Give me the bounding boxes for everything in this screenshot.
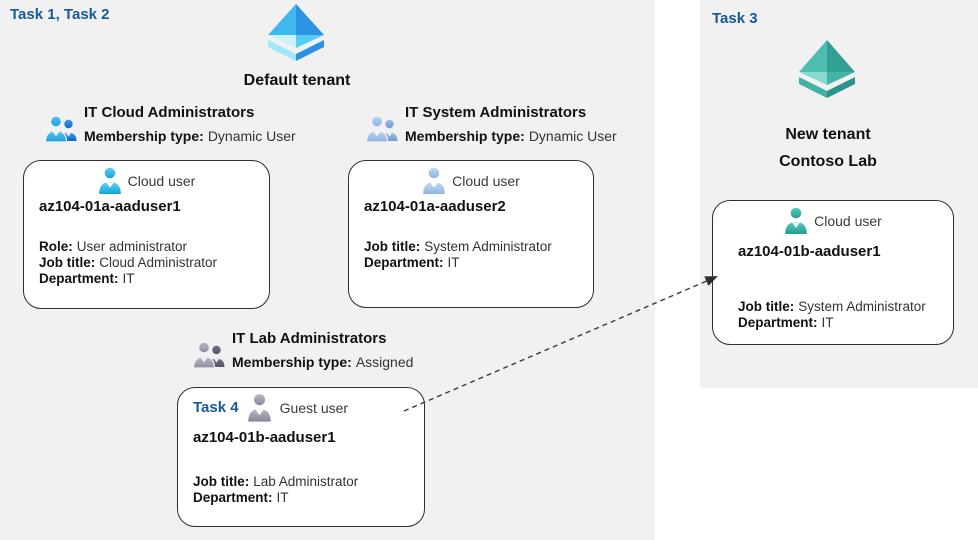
card-header: Cloud user [713, 207, 953, 234]
group-users-icon [192, 341, 225, 369]
field-job-title: Job title:System Administrator [738, 299, 926, 314]
user-type-label: Guest user [279, 399, 349, 416]
field-department: Department:IT [364, 255, 460, 270]
azure-ad-tenant-icon [268, 4, 324, 61]
task-4-label: Task 4 [193, 399, 239, 416]
username: az104-01a-aaduser2 [364, 198, 506, 215]
new-tenant-title: New tenant Contoso Lab [718, 121, 938, 175]
field-department: Department:IT [738, 315, 834, 330]
user-card-aaduser2: Cloud user az104-01a-aaduser2 Job title:… [348, 160, 594, 308]
user-card-aaduser1: Cloud user az104-01a-aaduser1 Role:User … [23, 160, 270, 309]
username: az104-01a-aaduser1 [39, 198, 181, 215]
card-header: Cloud user [24, 167, 269, 194]
cloud-user-icon [785, 207, 807, 234]
username: az104-01b-aaduser1 [193, 429, 336, 446]
card-header: Task 4 Guest user [193, 393, 348, 422]
group-users-icon [44, 115, 77, 143]
membership-type: Membership type:Dynamic User [405, 128, 617, 144]
group-title: IT Cloud Administrators [84, 104, 255, 121]
field-department: Department:IT [39, 271, 135, 286]
guest-user-icon [247, 394, 271, 422]
membership-type: Membership type:Dynamic User [84, 128, 296, 144]
cloud-user-icon [98, 167, 121, 194]
membership-type: Membership type:Assigned [232, 354, 414, 370]
user-fields: Job title:System Administrator Departmen… [738, 299, 926, 331]
user-type-label: Cloud user [452, 172, 520, 189]
guest-user-card: Task 4 Guest user az104-01b-aaduser1 Job… [177, 387, 425, 527]
group-it-system-administrators: IT System Administrators Membership type… [365, 103, 617, 145]
group-it-lab-administrators: IT Lab Administrators Membership type:As… [192, 329, 413, 371]
field-role: Role:User administrator [39, 239, 188, 254]
new-tenant-line2: Contoso Lab [779, 153, 877, 170]
group-title: IT Lab Administrators [232, 330, 387, 347]
new-tenant-line1: New tenant [785, 126, 871, 143]
new-tenant-user-card: Cloud user az104-01b-aaduser1 Job title:… [712, 200, 954, 345]
user-type-label: Cloud user [127, 172, 196, 189]
group-title: IT System Administrators [405, 104, 587, 121]
group-users-icon [365, 115, 398, 143]
username: az104-01b-aaduser1 [738, 243, 881, 260]
card-header: Cloud user [349, 167, 593, 194]
field-job-title: Job title:Cloud Administrator [39, 255, 218, 270]
task-1-2-label: Task 1, Task 2 [10, 6, 110, 23]
field-job-title: Job title:Lab Administrator [193, 474, 359, 489]
azure-ad-new-tenant-icon [799, 40, 855, 98]
user-fields: Job title:System Administrator Departmen… [364, 239, 552, 271]
field-job-title: Job title:System Administrator [364, 239, 552, 254]
user-type-label: Cloud user [814, 212, 882, 229]
group-it-cloud-administrators: IT Cloud Administrators Membership type:… [44, 103, 296, 145]
field-department: Department:IT [193, 490, 289, 505]
user-fields: Job title:Lab Administrator Department:I… [193, 474, 358, 506]
cloud-user-icon [423, 167, 445, 194]
user-fields: Role:User administrator Job title:Cloud … [39, 239, 217, 287]
default-tenant-title: Default tenant [243, 72, 351, 89]
task-3-label: Task 3 [712, 10, 758, 27]
